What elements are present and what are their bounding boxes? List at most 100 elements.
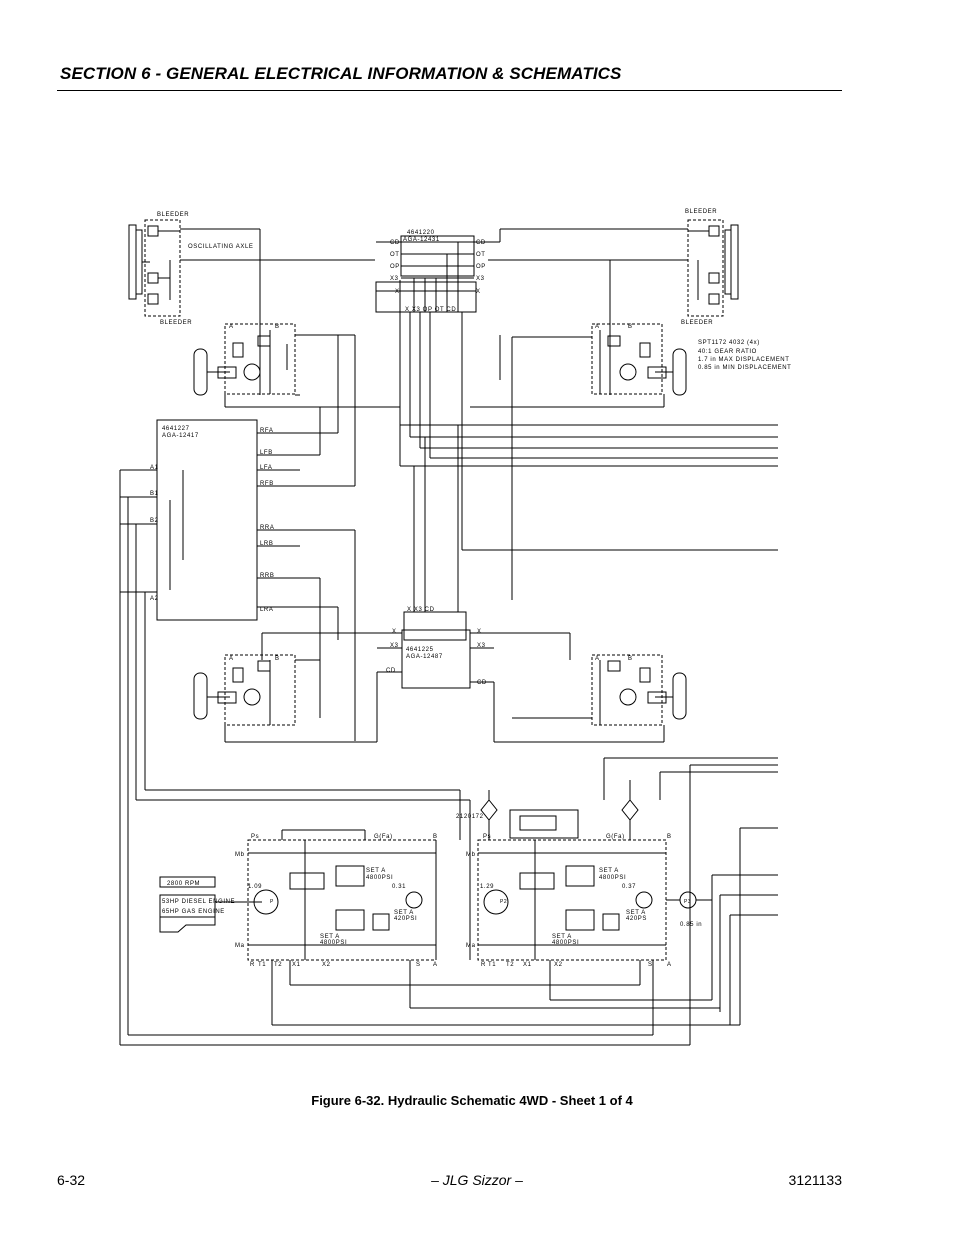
engine-line-1: 53HP DIESEL ENGINE <box>162 899 235 905</box>
port-label: LRB <box>260 541 273 547</box>
relief-set-label: SET A <box>320 934 340 940</box>
product-name: – JLG Sizzor – <box>431 1172 523 1188</box>
port-label: X3 <box>476 276 485 282</box>
engine-line-2: 65HP GAS ENGINE <box>162 909 225 915</box>
bottom-manifold-aga: AGA-12487 <box>406 654 443 660</box>
relief-psi-label: 420PSI <box>394 916 417 922</box>
port-label: T1 <box>488 962 496 968</box>
drive-pump-1 <box>247 829 437 961</box>
motor-note-line: SPT1172 4032 (4x) <box>698 340 760 346</box>
filter-icon <box>621 799 639 821</box>
port-label: A <box>667 962 672 968</box>
port-label: A2 <box>150 596 159 602</box>
port-label: Mb <box>235 852 245 858</box>
charge-displacement: 0.37 <box>622 884 636 890</box>
port-label: X2 <box>554 962 563 968</box>
relief-psi-label: 4800PSI <box>320 940 347 946</box>
rear-left-drive-motor <box>193 654 296 726</box>
port-label: X3 <box>477 643 486 649</box>
bleeder-label: BLEEDER <box>157 212 189 218</box>
port-label: P2 <box>500 899 507 905</box>
port-label: OP <box>476 264 486 270</box>
relief-psi-label: 4800PSI <box>599 875 626 881</box>
pump-3-label: P3 <box>684 899 691 905</box>
port-label: CD <box>476 240 486 246</box>
port-label: B <box>628 324 633 330</box>
port-label: X <box>392 629 397 635</box>
port-label: RFA <box>260 428 273 434</box>
port-label: RRA <box>260 525 274 531</box>
port-label: X <box>477 629 482 635</box>
document-number: 3121133 <box>788 1172 842 1188</box>
section-title: SECTION 6 - GENERAL ELECTRICAL INFORMATI… <box>60 64 622 83</box>
motor-note-line: 0.85 in MIN DISPLACEMENT <box>698 365 791 371</box>
relief-set-label: SET A <box>394 910 414 916</box>
port-label: S <box>416 962 421 968</box>
bleeder-label: BLEEDER <box>685 209 717 215</box>
figure-caption: Figure 6-32. Hydraulic Schematic 4WD - S… <box>311 1093 633 1108</box>
port-label: B <box>433 834 438 840</box>
right-oscillating-cylinder <box>687 219 739 317</box>
bottom-manifold-part: 4641225 <box>406 647 434 653</box>
top-manifold-bottom-ports: X X3 OP OT CD <box>405 307 456 313</box>
port-label: B2 <box>150 518 159 524</box>
port-label: RFB <box>260 481 274 487</box>
port-label: Ps <box>251 834 259 840</box>
port-label: X3 <box>390 276 399 282</box>
relief-psi-label: 4800PSI <box>552 940 579 946</box>
engine-rpm: 2800 RPM <box>167 881 200 887</box>
port-label: T1 <box>258 962 266 968</box>
front-left-drive-motor <box>193 323 296 396</box>
port-label: OT <box>390 252 400 258</box>
port-label: A <box>433 962 438 968</box>
port-label: LRA <box>260 607 273 613</box>
oscillating-axle-label: OSCILLATING AXLE <box>188 244 254 250</box>
port-label: X1 <box>523 962 532 968</box>
rear-right-drive-motor <box>591 654 687 726</box>
port-label: G(Fa) <box>606 834 625 840</box>
port-label: S <box>648 962 653 968</box>
port-label: R <box>481 962 486 968</box>
left-oscillating-cylinder <box>128 219 181 317</box>
relief-set-label: SET A <box>366 868 386 874</box>
mid-manifold-aga: AGA-12417 <box>162 433 199 439</box>
port-label: X2 <box>322 962 331 968</box>
bottom-manifold-top-ports: X X3 CD <box>407 607 435 613</box>
port-label: B1 <box>150 491 159 497</box>
port-label: X <box>395 289 400 295</box>
top-manifold-block <box>375 235 500 313</box>
motor-note-line: 40:1 GEAR RATIO <box>698 349 757 355</box>
header-divider <box>57 90 842 91</box>
port-label: Ma <box>466 943 476 949</box>
port-label: B <box>275 324 280 330</box>
port-label: CD <box>390 240 400 246</box>
port-label: CD <box>386 668 396 674</box>
filter-part: 2120172 <box>456 814 484 820</box>
port-label: Mb <box>466 852 476 858</box>
port-label: LFA <box>260 465 272 471</box>
port-label: Ps <box>483 834 491 840</box>
port-label: A <box>229 656 234 662</box>
bottom-manifold-block <box>377 425 494 689</box>
relief-psi-label: 4800PSI <box>366 875 393 881</box>
port-label: LFB <box>260 450 273 456</box>
relief-set-label: SET A <box>552 934 572 940</box>
port-label: OT <box>476 252 486 258</box>
port-label: P <box>270 899 274 905</box>
port-label: X3 <box>390 643 399 649</box>
port-label: A <box>595 324 600 330</box>
port-label: RRB <box>260 573 274 579</box>
charge-displacement: 0.31 <box>392 884 406 890</box>
pump-2-displacement: 1.29 <box>480 884 494 890</box>
port-label: X <box>476 289 481 295</box>
relief-set-label: SET A <box>599 868 619 874</box>
relief-psi-label: 420PS <box>626 916 647 922</box>
port-label: B <box>275 656 280 662</box>
motor-note-line: 1.7 in MAX DISPLACEMENT <box>698 357 790 363</box>
mid-manifold-part: 4641227 <box>162 426 190 432</box>
port-label: T2 <box>506 962 514 968</box>
bleeder-label: BLEEDER <box>681 320 713 326</box>
port-label: T2 <box>274 962 282 968</box>
relief-set-label: SET A <box>626 910 646 916</box>
